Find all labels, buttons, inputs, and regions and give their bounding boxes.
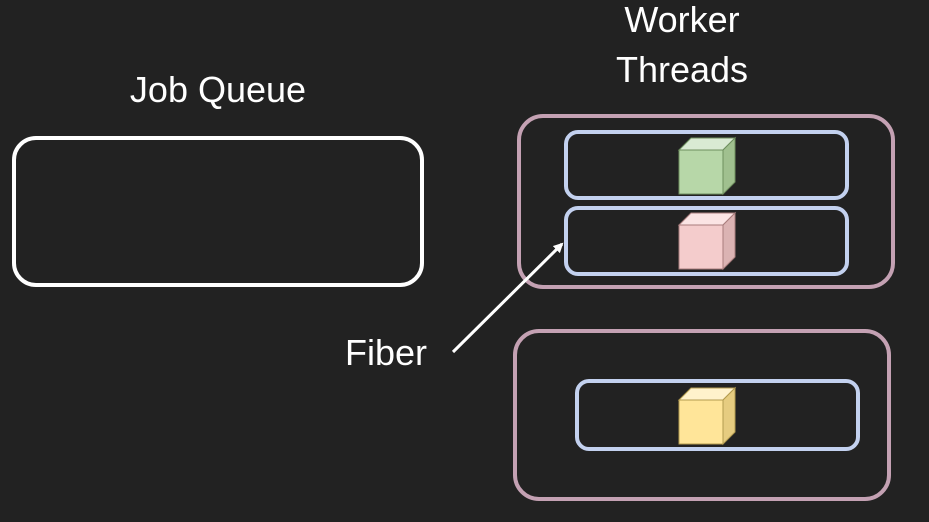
fiber-label: Fiber (344, 332, 428, 373)
worker-threads-label-line-1: Worker (624, 0, 740, 40)
worker-thread-2-box (513, 329, 891, 501)
worker-thread-1-box (517, 114, 895, 289)
worker-threads-label-line-2: Threads (615, 49, 749, 90)
fiber-slot-1 (564, 130, 849, 200)
job-queue-label: Job Queue (129, 69, 307, 110)
fiber-arrow (451, 242, 564, 354)
fiber-slot-3 (575, 379, 860, 451)
fiber-cube-yellow (677, 386, 737, 446)
fiber-cube-red (677, 211, 737, 271)
fiber-slot-2 (564, 206, 849, 276)
job-queue-box (12, 136, 424, 287)
fiber-cube-green (677, 136, 737, 196)
